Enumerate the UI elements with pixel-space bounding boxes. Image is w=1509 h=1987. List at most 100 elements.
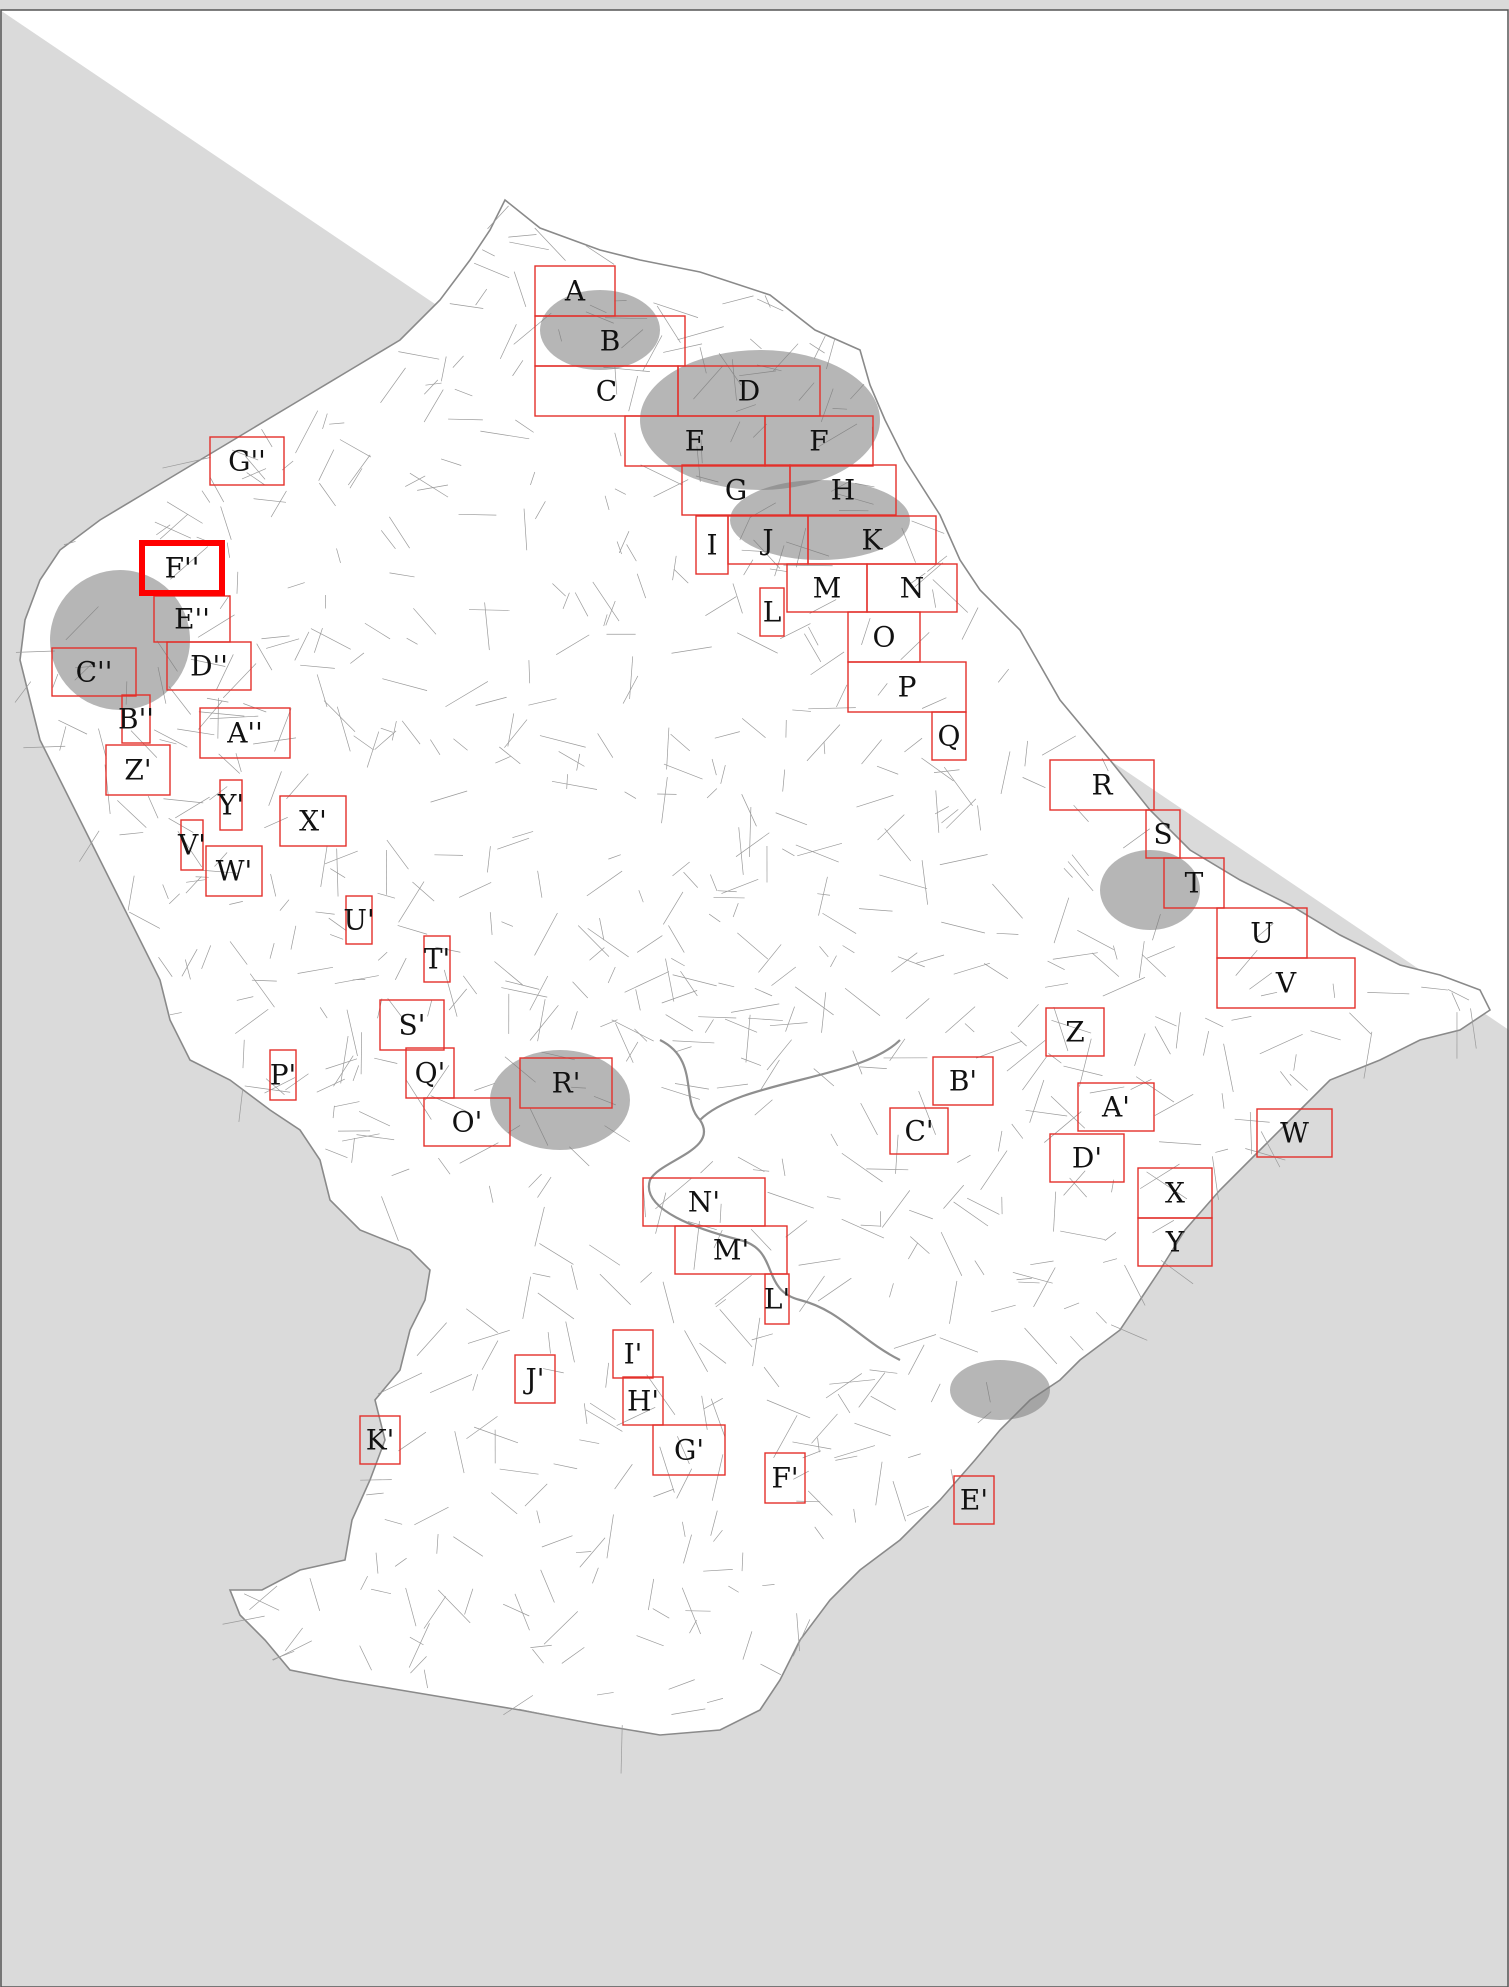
parcel-line [508,234,537,238]
parcel-line [599,918,605,941]
sheet-rect[interactable] [1216,957,1356,1009]
parcel-line [614,366,618,395]
parcel-line [391,720,397,741]
parcel-line [558,751,585,767]
sheet-rect[interactable] [423,1097,511,1147]
parcel-line [389,516,410,549]
parcel-line [624,971,670,993]
parcel-line [957,1154,971,1163]
parcel-line [409,472,449,498]
parcel-line [1245,1148,1286,1161]
sheet-rect[interactable] [199,707,291,759]
parcel-line [889,1283,894,1298]
sheet-rect[interactable] [652,1424,726,1476]
parcel-line [1470,1008,1477,1049]
parcel-line [585,245,615,265]
parcel-line [745,1014,751,1063]
parcel-line [453,1536,484,1557]
parcel-line [877,814,905,841]
parcel-line [817,1277,852,1302]
sheet-rect[interactable] [1137,1217,1213,1267]
sheet-rect[interactable] [1163,857,1225,909]
parcel-line [732,583,743,614]
sheet-rect[interactable] [1049,759,1155,811]
parcel-line [1154,1026,1171,1055]
sheet-rect[interactable] [359,1415,401,1465]
sheet-rect[interactable] [519,1057,613,1109]
parcel-line [825,1373,862,1399]
parcel-line [792,1441,832,1450]
sheet-rect[interactable] [405,1047,455,1099]
sheet-rect[interactable] [269,1049,297,1101]
parcel-line [264,816,288,829]
sheet-rect[interactable] [953,1475,995,1525]
sheet-rect[interactable] [1049,1133,1125,1183]
parcel-line [603,614,608,627]
parcel-line [409,1636,424,1646]
sheet-rect[interactable] [932,1056,994,1106]
sheet-rect[interactable] [1045,1007,1105,1057]
parcel-line [710,1398,726,1437]
sheet-rect[interactable] [139,540,225,596]
sheet-rect[interactable] [1077,1082,1155,1132]
sheet-rect[interactable] [209,436,285,486]
sheet-rect[interactable] [642,1177,766,1227]
parcel-line [324,850,358,865]
parcel-line [1033,1267,1056,1308]
parcel-line [659,1446,675,1493]
parcel-line [330,868,346,878]
parcel-line [813,335,826,359]
sheet-rect[interactable] [1256,1108,1333,1158]
parcel-line [319,1007,328,1019]
sheet-rect[interactable] [889,1107,949,1155]
parcel-line [829,1379,876,1385]
sheet-rect[interactable] [931,711,967,761]
sheet-rect[interactable] [51,647,137,697]
parcel-line [808,626,819,646]
sheet-rect[interactable] [1145,809,1181,859]
parcel-line [996,932,1019,935]
parcel-line [764,295,771,308]
sheet-rect[interactable] [205,845,263,897]
sheet-rect[interactable] [622,1376,664,1426]
parcel-line [714,1274,752,1305]
parcel-line [238,1089,244,1122]
parcel-line [153,729,188,748]
sheet-rect[interactable] [105,744,171,796]
sheet-rect[interactable] [764,1452,806,1504]
parcel-line [340,1035,349,1084]
parcel-line [705,596,737,616]
parcel-line [349,468,363,489]
sheet-rect[interactable] [764,415,874,467]
parcel-line [245,455,266,480]
parcel-line [628,375,639,412]
sheet-rect[interactable] [514,1354,556,1404]
parcel-line [246,472,266,486]
sheet-rect[interactable] [180,819,204,871]
parcel-line [716,1083,749,1089]
sheet-rect[interactable] [612,1329,654,1379]
parcel-line [279,899,290,911]
sheet-rect[interactable] [279,795,347,847]
sheet-rect[interactable] [345,895,373,945]
parcel-line [710,874,718,891]
sheet-rect[interactable] [847,661,967,713]
parcel-line [1071,854,1089,876]
sheet-rect[interactable] [423,935,451,983]
parcel-line [615,1022,634,1063]
parcel-line [186,879,206,883]
parcel-line [347,454,371,486]
parcel-line [414,1506,449,1526]
parcel-line [159,514,189,540]
sheet-rect[interactable] [759,587,785,637]
sheet-rect[interactable] [789,464,897,516]
sheet-rect[interactable] [379,999,445,1051]
parcel-line [662,1281,675,1324]
parcel-line [1095,1311,1107,1324]
parcel-line [698,1016,737,1019]
parcel-line [168,893,180,905]
sheet-rect[interactable] [219,779,243,831]
parcel-line [577,925,610,957]
parcel-line [98,728,107,759]
